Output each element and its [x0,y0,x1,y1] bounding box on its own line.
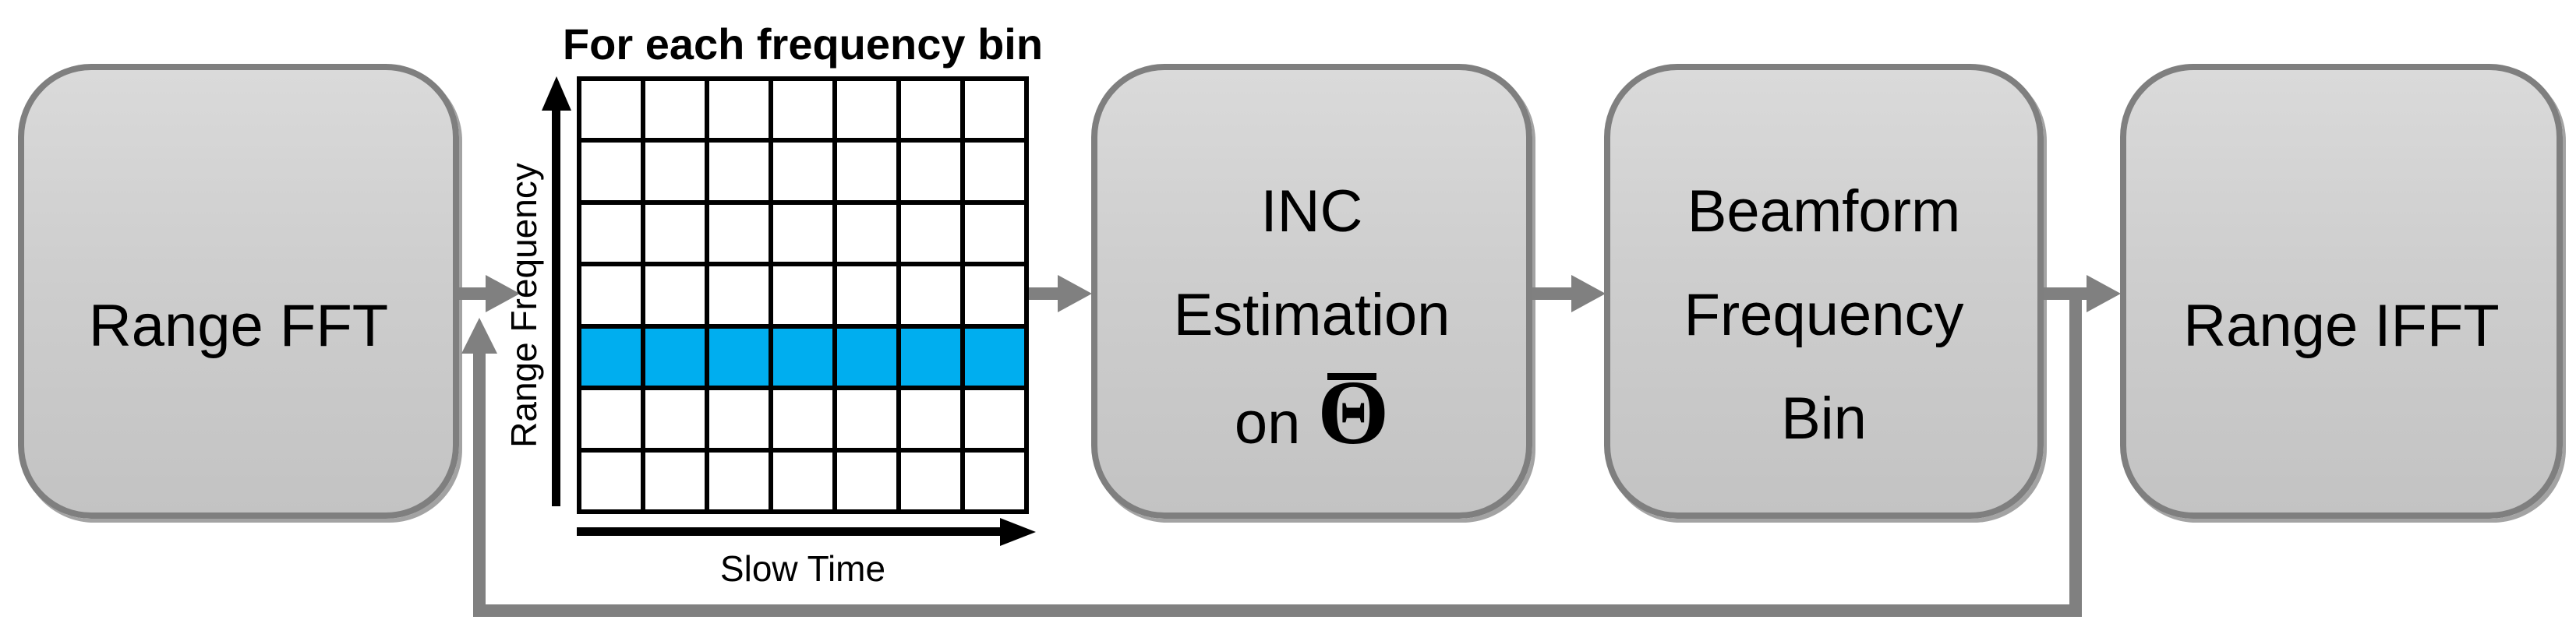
inc-line-2: Estimation [1173,281,1451,348]
block-range-ifft: Range IFFT [2120,64,2563,519]
grid-cell [771,202,835,265]
inc-line-3-prefix: on [1234,389,1301,456]
grid-cell [963,449,1027,512]
grid-cell [771,79,835,141]
grid-cell [899,202,963,265]
beamform-line-3: Bin [1781,385,1867,452]
grid-cell [963,264,1027,326]
arrow-inc-to-beamform-shaft [1532,287,1571,300]
block-range-fft-label: Range FFT [88,292,389,359]
feedback-line-bottom [473,604,2082,617]
feedback-line-vertical-drop [2069,296,2082,608]
grid-cell [899,264,963,326]
beamform-line-2: Frequency [1684,281,1964,348]
grid-cell [707,202,771,265]
grid-cell-highlighted [771,326,835,389]
grid-cell [707,264,771,326]
grid-cell-highlighted [579,326,643,389]
feedback-arrowhead-icon [461,318,497,354]
grid-cell [643,202,707,265]
arrow-grid-to-inc-shaft [1029,287,1058,300]
feedback-line-vertical-rise [473,352,486,609]
grid-cell [899,388,963,450]
grid-cell [963,202,1027,265]
grid-cell [899,140,963,203]
inc-line-1: INC [1260,178,1363,245]
y-axis-arrowhead-icon [542,76,571,111]
beamform-line-1: Beamform [1687,178,1961,245]
x-axis-arrowhead-icon [1000,518,1036,546]
grid-cell [963,388,1027,450]
grid-cell [579,264,643,326]
arrow-beamform-to-ifft-head [2087,275,2121,312]
y-axis-line [552,107,560,506]
arrow-rangefft-to-grid-head [486,275,520,312]
grid-cell [835,79,899,141]
grid-cell [579,140,643,203]
block-beamform-label: Beamform Frequency Bin [1610,70,2037,536]
grid-cell [707,140,771,203]
grid-cell [771,388,835,450]
arrow-inc-to-beamform-head [1571,275,1606,312]
grid-cell [835,388,899,450]
grid-cell [579,202,643,265]
grid-cell [579,449,643,512]
grid-cell [963,140,1027,203]
grid-cell [643,449,707,512]
grid-cell [899,449,963,512]
frequency-bin-grid [577,76,1029,514]
grid-cell [835,449,899,512]
grid-cell-highlighted [707,326,771,389]
block-beamform-frequency-bin: Beamform Frequency Bin [1604,64,2044,519]
grid-title: For each frequency bin [562,19,1044,69]
grid-cell [899,79,963,141]
grid-cell [835,140,899,203]
x-axis-label: Slow Time [719,548,886,589]
grid-cell-highlighted [835,326,899,389]
grid-cell [643,264,707,326]
arrow-rangefft-to-grid-shaft [459,287,486,300]
block-range-ifft-label: Range IFFT [2183,292,2500,359]
grid-cell [771,264,835,326]
grid-cell [963,79,1027,141]
arrow-grid-to-inc-head [1058,275,1092,312]
grid-cell [707,449,771,512]
grid-cell [579,388,643,450]
theta-bar-symbol: Θ [1317,361,1390,463]
grid-cell-highlighted [963,326,1027,389]
grid-cell-highlighted [899,326,963,389]
grid-cell [835,264,899,326]
grid-cell [771,449,835,512]
y-axis-label: Range Frequency [504,163,544,448]
grid-cell [771,140,835,203]
grid-cell [707,388,771,450]
grid-cell [643,79,707,141]
x-axis-line [577,527,1002,536]
grid-cell [579,79,643,141]
grid-cell [707,79,771,141]
grid-cell [643,140,707,203]
grid-cell [835,202,899,265]
grid-cell-highlighted [643,326,707,389]
grid-cell [643,388,707,450]
block-range-fft: Range FFT [18,64,459,519]
